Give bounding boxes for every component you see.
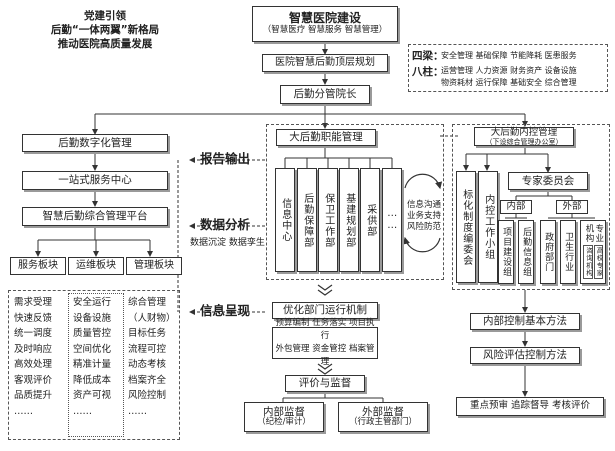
method-1-box: 内部控制基本方法 xyxy=(470,313,580,330)
eval-box: 评价与监督 xyxy=(285,375,365,392)
pro-org-box: 专业机构 咨询机构 高校专家 xyxy=(580,220,606,284)
mechanism-box: 预算编制 任务落实 项目执行 外包管理 资金管控 档案管理 xyxy=(272,318,378,367)
control-sub: （下设综合管理办公室） xyxy=(485,137,563,146)
mgmt-item: …… xyxy=(128,405,147,417)
ops-item: 空间优化 xyxy=(73,343,112,355)
party-line-3: 推动医院高质量发展 xyxy=(57,38,153,50)
service-item: 高效处理 xyxy=(14,359,53,370)
liang-text: 安全管理 基础保障 节能降耗 医患服务 xyxy=(441,51,577,60)
mgmt-item: 动态考核 xyxy=(128,359,167,370)
mechanism-line-2: 外包管理 资金管控 档案管理 xyxy=(275,344,375,367)
zhu-text-1: 运营管理 人力资源 财务资产 设备设施 xyxy=(441,66,577,75)
dept-info-center: 信息中心 xyxy=(275,168,295,272)
dept-procurement: 采供部 xyxy=(360,168,380,272)
zhu-text-2: 物资耗材 运行保障 基础安全 综合管理 xyxy=(441,78,577,87)
data-analysis-label: 数据分析 xyxy=(200,217,251,232)
service-item: 快速反馈 xyxy=(14,312,53,324)
control-box: 大后勤内控管理 （下设综合管理办公室） xyxy=(474,127,574,146)
mgmt-item: （人财物） xyxy=(128,312,176,324)
func-mgmt-frame xyxy=(266,124,444,280)
mgmt-item: 目标任务 xyxy=(128,328,167,339)
internal-sup-box: 内部监督 （纪检/审计） xyxy=(244,402,324,432)
internal-sup-label: 内部监督 xyxy=(263,406,305,419)
left-items-frame xyxy=(8,290,180,440)
report-output-label: 报告输出 xyxy=(200,151,251,166)
mgmt-item: 风险控制 xyxy=(128,390,167,401)
inner-info-box: 后勤信息组 xyxy=(518,220,534,284)
pro-org-label: 专业机构 xyxy=(584,223,604,243)
ops-item: …… xyxy=(73,405,92,417)
ops-items-list: 安全运行 设备设施 质量管控 空间优化 精准计量 降低成本 资产可视 …… xyxy=(73,295,127,419)
mgmt-item: 流程可控 xyxy=(128,343,167,355)
dept-logistics: 后勤保障部 xyxy=(297,168,317,272)
ops-item: 安全运行 xyxy=(73,297,112,308)
smart-hospital-subtitle: （智慧医疗 智慧服务 智慧管理） xyxy=(262,25,388,36)
ops-item: 质量管控 xyxy=(73,328,112,339)
func-mgmt-box: 大后勤职能管理 xyxy=(276,129,376,146)
platform-box: 智慧后勤综合管理平台 xyxy=(22,207,168,226)
mgmt-block-box: 管理板块 xyxy=(126,257,182,275)
service-block-box: 服务板块 xyxy=(10,257,66,275)
inner-box: 内部 xyxy=(500,200,532,214)
internal-sup-sub: （纪检/审计） xyxy=(257,417,311,428)
ops-items-frame xyxy=(68,293,124,437)
experts-box: 专家委员会 xyxy=(508,172,588,190)
smart-hospital-box: 智慧医院建设 （智慧医疗 智慧服务 智慧管理） xyxy=(252,6,398,42)
mechanism-line-1: 预算编制 任务落实 项目执行 xyxy=(275,318,375,341)
liang-label: 四梁： xyxy=(412,50,444,62)
support-text: 信息沟通 业务支持 风险防范 xyxy=(406,200,441,232)
mgmt-item: 档案齐全 xyxy=(128,374,167,386)
service-items-list: 需求受理 快速反馈 统一调度 及时响应 高效处理 客观评价 品质提升 …… xyxy=(14,295,68,419)
dept-more: …… xyxy=(382,168,402,272)
external-sup-sub: （行政主管部门） xyxy=(348,417,417,428)
outer-health-box: 卫生行业 xyxy=(560,220,576,284)
inner-project-box: 项目建设组 xyxy=(498,220,514,284)
ops-block-box: 运维板块 xyxy=(68,257,124,275)
control-frame xyxy=(452,124,610,290)
internal-group-box: 内控工作小组 xyxy=(478,171,498,283)
outer-box: 外部 xyxy=(556,200,588,214)
pillars-frame xyxy=(408,44,608,92)
dept-security: 保卫工作部 xyxy=(318,168,338,272)
pro-university: 高校专家 xyxy=(593,245,603,279)
chief-box: 后勤分管院长 xyxy=(280,85,370,104)
external-sup-label: 外部监督 xyxy=(362,406,404,419)
service-item: 及时响应 xyxy=(14,343,53,355)
service-item: 需求受理 xyxy=(14,297,53,308)
control-title: 大后勤内控管理 xyxy=(490,126,558,138)
ops-item: 资产可视 xyxy=(73,390,112,401)
party-line-1: 党建引领 xyxy=(84,10,126,22)
service-item: 品质提升 xyxy=(14,390,53,401)
method-2-box: 风险评估控制方法 xyxy=(470,347,580,364)
mgmt-item: 综合管理 xyxy=(128,297,167,308)
service-item: …… xyxy=(14,405,33,417)
info-display-label: 信息呈现 xyxy=(200,303,251,318)
onestop-box: 一站式服务中心 xyxy=(22,171,168,190)
smart-hospital-title: 智慧医院建设 xyxy=(288,11,361,26)
data-analysis-sub: 数据沉淀 数据孪生 xyxy=(190,238,265,248)
method-3-box: 重点预审 追踪督导 考核评价 xyxy=(456,397,604,416)
dept-construction: 基建规划部 xyxy=(339,168,359,272)
external-sup-box: 外部监督 （行政主管部门） xyxy=(338,402,428,432)
party-line-2: 后勤“一体两翼”新格局 xyxy=(50,24,160,36)
committee-box: 标化制度编委会 xyxy=(456,171,476,283)
ops-item: 精准计量 xyxy=(73,359,112,370)
digital-mgmt-box: 后勤数字化管理 xyxy=(22,134,168,152)
pro-consult: 咨询机构 xyxy=(583,245,593,279)
service-item: 客观评价 xyxy=(14,374,53,386)
ops-item: 设备设施 xyxy=(73,312,112,324)
zhu-label: 八柱： xyxy=(412,66,444,78)
outer-gov-box: 政府部门 xyxy=(540,220,556,284)
optimize-box: 优化部门运行机制 xyxy=(272,302,378,319)
top-design-box: 医院智慧后勤顶层规划 xyxy=(262,54,388,72)
mgmt-items-list: 综合管理 （人财物） 目标任务 流程可控 动态考核 档案齐全 风险控制 …… xyxy=(128,295,182,419)
service-item: 统一调度 xyxy=(14,328,53,339)
ops-item: 降低成本 xyxy=(73,374,112,386)
